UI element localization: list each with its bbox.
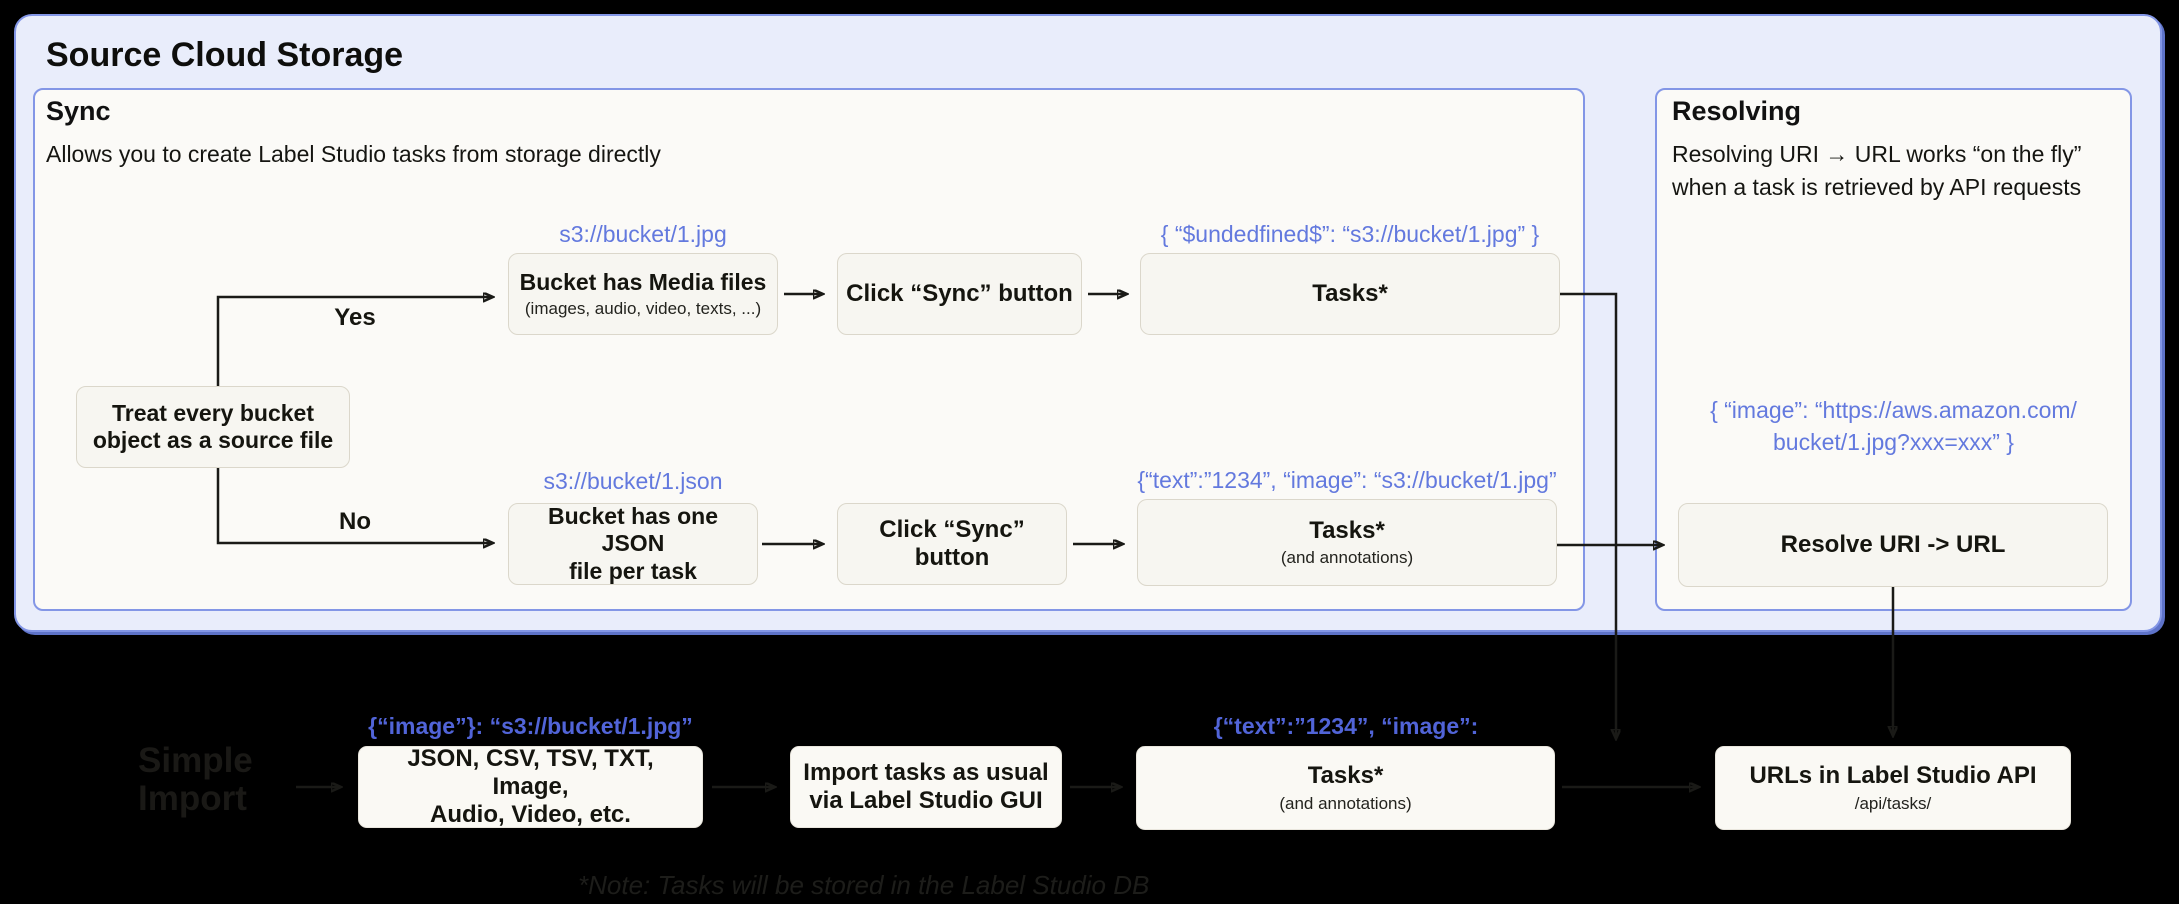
row2-tasks-json-label: {“text”:”1234”, “image”: “s3://bucket/1.… xyxy=(1137,467,1557,525)
tasks-node-row1-title: Tasks* xyxy=(1312,279,1388,307)
bottom-tasks-node: Tasks* (and annotations) xyxy=(1136,746,1555,830)
tasks-node-row1: Tasks* xyxy=(1140,253,1560,335)
tasks-node-row2: Tasks* (and annotations) xyxy=(1137,499,1557,586)
resolve-uri-node-label: Resolve URI -> URL xyxy=(1780,530,2006,558)
row1-tasks-json-label: { “$undedfined$”: “s3://bucket/1.jpg” } xyxy=(1160,221,1540,247)
media-files-node: Bucket has Media files (images, audio, v… xyxy=(508,253,778,335)
simple-import-title: Simple Import xyxy=(138,741,253,818)
sync-button-node-row2: Click “Sync” button xyxy=(837,503,1067,585)
bottom-tasks-node-subtitle: (and annotations) xyxy=(1279,793,1412,813)
resolving-panel-subtitle: Resolving URI → URL works “on the fly” w… xyxy=(1672,141,2082,200)
tasks-node-row2-subtitle: (and annotations) xyxy=(1280,548,1414,568)
bottom-tasks-node-title: Tasks* xyxy=(1307,762,1384,790)
row1-uri-label: s3://bucket/1.jpg xyxy=(559,221,727,247)
resolving-panel-title: Resolving xyxy=(1672,96,1802,126)
resolve-uri-node: Resolve URI -> URL xyxy=(1678,503,2108,587)
import-gui-node-label: Import tasks as usual via Label Studio G… xyxy=(803,758,1049,814)
formats-node-label: JSON, CSV, TSV, TXT, Image, Audio, Video… xyxy=(407,744,654,829)
sync-button-node-row1: Click “Sync” button xyxy=(837,253,1082,335)
yes-branch-label: Yes xyxy=(334,304,376,331)
row2-uri-label: s3://bucket/1.json xyxy=(543,468,723,494)
json-file-node: Bucket has one JSON file per task xyxy=(508,503,758,585)
tasks-db-note: *Note: Tasks will be stored in the Label… xyxy=(578,870,1150,900)
media-files-node-subtitle: (images, audio, video, texts, ...) xyxy=(524,299,762,319)
sync-panel-subtitle: Allows you to create Label Studio tasks … xyxy=(46,141,661,167)
no-branch-label: No xyxy=(339,508,371,535)
api-urls-node-title: URLs in Label Studio API xyxy=(1749,762,2037,790)
media-files-node-title: Bucket has Media files xyxy=(519,268,767,295)
sync-panel-title: Sync xyxy=(46,96,111,126)
import-gui-node: Import tasks as usual via Label Studio G… xyxy=(790,746,1062,828)
decision-node: Treat every bucket object as a source fi… xyxy=(76,386,350,468)
resolving-url-json-label: { “image”: “https://aws.amazon.com/ buck… xyxy=(1710,397,2077,455)
tasks-node-row2-title: Tasks* xyxy=(1309,516,1385,544)
sync-button-node-row1-label: Click “Sync” button xyxy=(846,279,1073,307)
api-urls-node: URLs in Label Studio API /api/tasks/ xyxy=(1715,746,2071,830)
formats-node: JSON, CSV, TSV, TXT, Image, Audio, Video… xyxy=(358,744,703,829)
source-cloud-storage-title: Source Cloud Storage xyxy=(46,36,404,74)
json-file-node-label: Bucket has one JSON file per task xyxy=(548,503,718,584)
formats-json-label: {“image”}: “s3://bucket/1.jpg” xyxy=(368,713,693,739)
decision-node-label: Treat every bucket object as a source fi… xyxy=(92,399,334,453)
api-urls-node-subtitle: /api/tasks/ xyxy=(1854,793,1932,813)
sync-button-node-row2-label: Click “Sync” button xyxy=(879,515,1025,571)
